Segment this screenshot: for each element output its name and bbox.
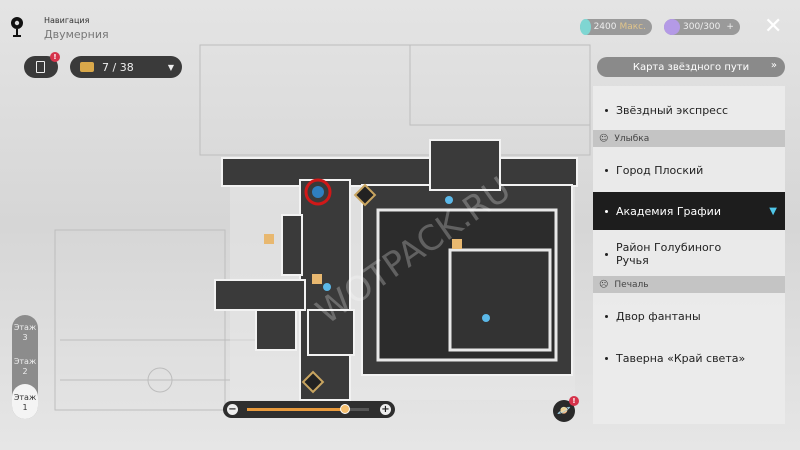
location-item-pigeon-brook[interactable]: Район Голубиного Ручья: [593, 232, 785, 276]
location-label: Академия Графии: [616, 204, 721, 218]
location-label: Таверна «Край света»: [616, 351, 746, 365]
location-list: Звёздный экспресс ☺Улыбка Город Плоский …: [593, 86, 785, 424]
location-item-fountain-court[interactable]: Двор фантаны: [593, 296, 785, 336]
chest-icon: [80, 62, 94, 72]
puzzle-icon: [264, 234, 274, 244]
space-anchor-icon: [482, 314, 490, 322]
resource-value: 300/300: [683, 22, 721, 32]
chest-icon: [312, 274, 322, 284]
mission-marker-icon: [353, 183, 377, 207]
resource-stellar-jade[interactable]: 2400 Макс.: [580, 19, 652, 35]
space-anchor-icon: [445, 196, 453, 204]
star-map-button[interactable]: Карта звёздного пути »: [597, 57, 785, 77]
chest-counter-dropdown[interactable]: 7 / 38 ▼: [70, 56, 182, 78]
resource-value: 2400: [593, 22, 617, 32]
location-name: Двумерния: [44, 28, 109, 41]
location-label: Двор фантаны: [616, 309, 701, 323]
zoom-control: − +: [223, 401, 395, 418]
zoom-slider-handle[interactable]: [339, 404, 350, 414]
zoom-slider[interactable]: [247, 404, 369, 414]
trailblaze-power-icon: [664, 19, 680, 35]
notification-badge: !: [50, 52, 60, 62]
map-markers: [264, 183, 490, 394]
group-label: Печаль: [614, 279, 649, 290]
location-label: Район Голубиного Ручья: [616, 241, 722, 267]
notification-badge: !: [569, 396, 579, 406]
group-label: Улыбка: [614, 133, 650, 144]
location-pin-icon: [11, 17, 23, 37]
chevron-right-icon: »: [770, 60, 777, 71]
resource-trailblaze-power[interactable]: 300/300 +: [664, 19, 740, 35]
smile-mask-icon: ☺: [599, 133, 609, 144]
clipboard-icon: [36, 61, 45, 73]
resource-suffix: Макс.: [619, 22, 646, 32]
stellar-jade-icon: [580, 19, 591, 35]
chevron-down-icon: ▼: [167, 62, 174, 72]
navigation-label: Навигация: [44, 16, 90, 25]
quest-button[interactable]: !: [24, 52, 60, 78]
location-label: Город Плоский: [616, 163, 704, 177]
chest-count: 7 / 38: [102, 60, 134, 74]
star-map-label: Карта звёздного пути: [632, 61, 750, 73]
chest-icon: [452, 239, 462, 249]
zoom-out-button[interactable]: −: [227, 404, 238, 415]
zoom-in-button[interactable]: +: [380, 404, 391, 415]
satellite-button[interactable]: 🪐!: [553, 396, 579, 422]
location-item-worlds-end-tavern[interactable]: Таверна «Край света»: [593, 338, 785, 378]
group-header-smile: ☺ Улыбка: [593, 130, 785, 147]
mission-marker-icon: [301, 370, 325, 394]
sad-mask-icon: ☹: [599, 279, 609, 290]
current-location-icon: ▼: [769, 205, 777, 217]
group-header-sadness: ☹ Печаль: [593, 276, 785, 293]
location-label: Звёздный экспресс: [616, 103, 729, 117]
add-icon[interactable]: +: [726, 22, 734, 32]
location-item-star-express[interactable]: Звёздный экспресс: [593, 92, 785, 128]
player-location-marker: [304, 178, 332, 206]
location-item-graphia-academy[interactable]: Академия Графии ▼: [593, 192, 785, 230]
space-anchor-icon: [323, 283, 331, 291]
close-icon[interactable]: ✕: [764, 14, 783, 39]
location-item-flat-city[interactable]: Город Плоский: [593, 150, 785, 190]
